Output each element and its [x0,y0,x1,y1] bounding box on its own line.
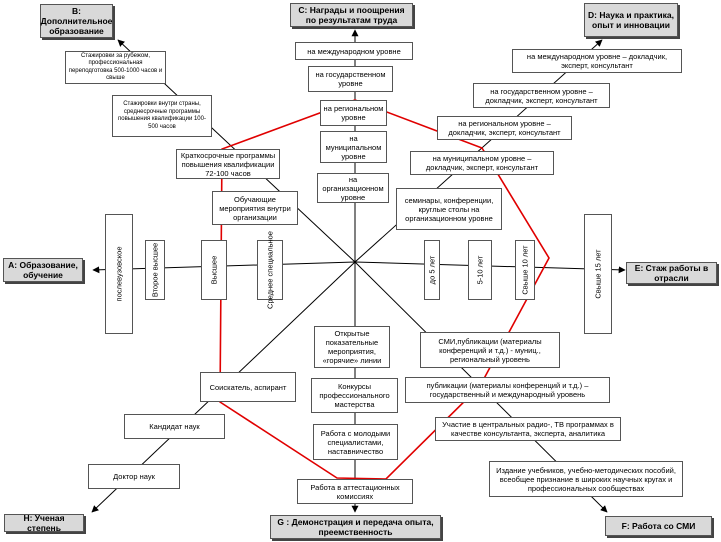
header-g: G : Демонстрация и передача опыта, преем… [270,515,441,539]
c-municipal: на муниципальном уровне [320,131,387,163]
header-f: F: Работа со СМИ [605,516,712,536]
d-seminars: семинары, конференции, круглые столы на … [396,188,502,230]
e-10: Свыше 10 лет [515,240,535,300]
g-contests: Конкурсы профессионального мастерства [311,378,398,413]
d-intl: на международном уровне – докладчик, экс… [512,49,682,73]
c-state: на государственном уровне [308,66,393,92]
e-5: до 5 лет [424,240,440,300]
b-internal: Обучающие мероприятия внутри организации [212,191,298,225]
header-a: A: Образование, обучение [3,258,83,282]
b-domestic: Стажировки внутри страны, среднесрочные … [112,95,212,137]
d-state: на государственном уровне – докладчик, э… [473,83,610,108]
a-secondary-special: Среднее специальное [257,231,283,309]
g-open: Открытые показательные мероприятия, «гор… [314,326,390,368]
c-intl: на международном уровне [295,42,413,60]
header-c: C: Награды и поощрения по результатам тр… [290,3,413,27]
d-municipal: на муниципальном уровне – докладчик, экс… [410,151,554,175]
f-smi: СМИ,публикации (материалы конференций и … [420,332,560,368]
header-h: H: Ученая степень [4,513,84,533]
g-young: Работа с молодыми специалистами, наставн… [313,424,398,460]
a-higher: Высшее [201,240,227,300]
header-d: D: Наука и практика, опыт и инновации [584,3,678,37]
h-candidate: Кандидат наук [124,414,225,439]
g-commissions: Работа в аттестационных комиссиях [297,479,413,504]
f-pubs: публикации (материалы конференций и т.д.… [405,377,610,403]
c-org: на организационном уровне [317,173,389,203]
h-applicant: Соискатель, аспирант [200,372,296,402]
header-e: E: Стаж работы в отрасли [626,262,717,284]
b-short: Краткосрочные программы повышения квалиф… [176,149,280,179]
c-regional: на региональном уровне [320,100,387,126]
b-abroad: Стажировки за рубежом, профессиональная … [65,51,166,84]
f-books: Издание учебников, учебно-методических п… [489,461,683,497]
h-doctor: Доктор наук [88,464,180,489]
e-15: Свыше 15 лет [584,214,612,334]
d-regional: на региональном уровне – докладчик, эксп… [437,116,572,140]
f-radio: Участие в центральных радио-, ТВ програм… [435,417,621,441]
e-5-10: 5-10 лет [468,240,492,300]
a-second-higher: Второе высшее [145,240,165,300]
a-postgrad: послевузовское [105,214,133,334]
header-b: B: Дополнительное образование [40,4,113,38]
